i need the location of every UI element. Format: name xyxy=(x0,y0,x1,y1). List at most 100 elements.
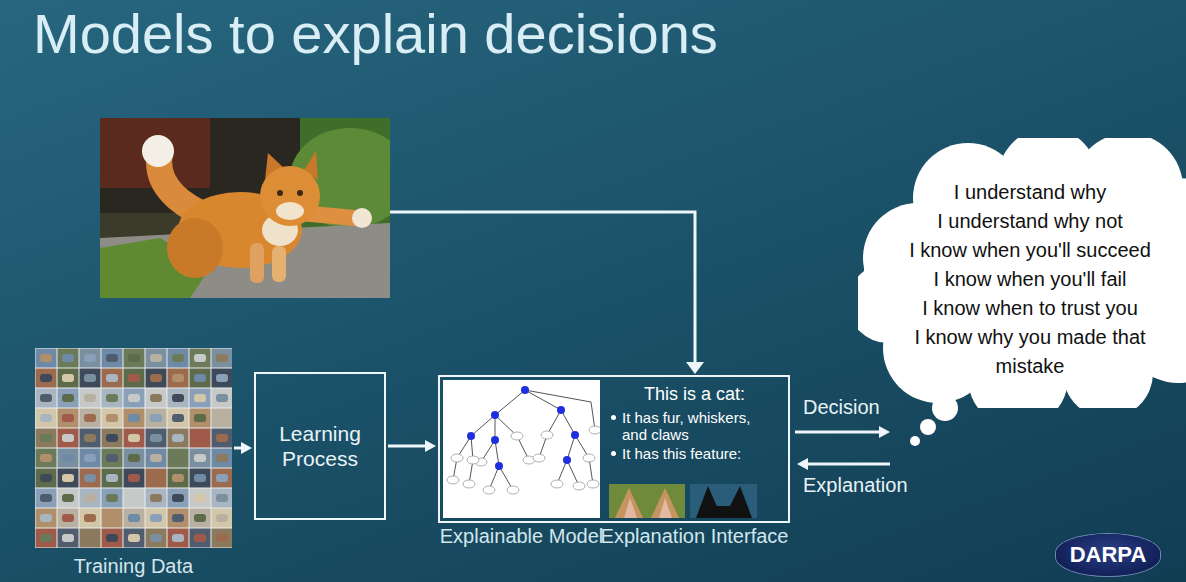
mosaic-tile xyxy=(58,489,79,508)
connector xyxy=(795,426,890,438)
mosaic-object xyxy=(172,414,184,422)
mosaic-tile xyxy=(168,389,189,408)
mosaic-tile xyxy=(212,489,233,508)
mosaic-tile xyxy=(190,389,211,408)
mosaic-tile xyxy=(102,389,123,408)
mosaic-tile xyxy=(146,389,167,408)
cat-photo-part xyxy=(250,243,264,283)
tree-leaf xyxy=(533,454,545,462)
panel-label: Explainable Model xyxy=(427,525,616,548)
mosaic-object xyxy=(216,374,228,382)
mosaic-tile xyxy=(168,449,189,468)
mosaic-tile xyxy=(58,349,79,368)
mosaic-tile xyxy=(102,429,123,448)
mosaic-tile xyxy=(124,469,145,488)
mosaic-tile xyxy=(102,409,123,428)
mosaic-object xyxy=(194,514,206,522)
mosaic-object xyxy=(216,494,228,502)
mosaic-object xyxy=(150,474,162,482)
interface-heading: This is a cat: xyxy=(610,384,779,406)
mosaic-object xyxy=(84,474,96,482)
mosaic-object xyxy=(106,534,118,542)
connector-line xyxy=(388,445,426,448)
mosaic-tile xyxy=(102,509,123,528)
cat-ear-inner xyxy=(624,498,637,518)
mosaic-object xyxy=(40,494,52,502)
mosaic-tile xyxy=(168,369,189,388)
mosaic-object xyxy=(106,394,118,402)
mosaic-object xyxy=(62,394,74,402)
tree-illustration xyxy=(443,380,600,518)
mosaic-tile xyxy=(36,389,57,408)
mosaic-tile xyxy=(36,509,57,528)
cloud-line: I understand why xyxy=(885,178,1175,207)
tree-leaf xyxy=(551,480,563,488)
mosaic-object xyxy=(172,434,184,442)
cat-photo-part xyxy=(272,246,286,282)
mosaic-object xyxy=(40,394,52,402)
mosaic-object xyxy=(216,414,228,422)
mosaic-tile xyxy=(58,409,79,428)
mosaic-object xyxy=(40,354,52,362)
mosaic-tile xyxy=(168,489,189,508)
mosaic-object xyxy=(84,494,96,502)
iface-node: This is a cat:It has fur, whiskers, and … xyxy=(604,380,785,518)
mosaic-tile xyxy=(124,369,145,388)
mosaic-tile xyxy=(58,389,79,408)
box-node: Learning Process xyxy=(254,372,386,520)
mosaic-object xyxy=(150,394,162,402)
mosaic-tile xyxy=(80,509,101,528)
mosaic-object xyxy=(84,414,96,422)
mosaic-tile xyxy=(146,469,167,488)
mosaic-tile xyxy=(124,509,145,528)
mosaic-tile xyxy=(124,489,145,508)
bullet-dot xyxy=(611,451,616,456)
mosaic-object xyxy=(128,474,140,482)
cloud-line: I know when you'll succeed xyxy=(885,236,1175,265)
mosaic-tile xyxy=(212,409,233,428)
mosaic-tile xyxy=(58,449,79,468)
mosaic-object xyxy=(194,494,206,502)
mosaic-tile xyxy=(124,349,145,368)
connector xyxy=(388,440,436,452)
mosaic-tile xyxy=(102,469,123,488)
mosaic-object xyxy=(84,534,96,542)
arrow-head xyxy=(797,458,808,470)
mosaic-tile xyxy=(58,529,79,548)
mosaic-tile xyxy=(190,469,211,488)
training-mosaic xyxy=(35,348,232,548)
mosaic-tile xyxy=(36,449,57,468)
mosaic-tile xyxy=(168,509,189,528)
mosaic-object xyxy=(172,454,184,462)
mosaic-tile xyxy=(190,349,211,368)
mosaic-object xyxy=(128,394,140,402)
input-arrow-part xyxy=(686,362,704,374)
mosaic-object xyxy=(128,374,140,382)
mosaic-object xyxy=(128,414,140,422)
mosaic-tile xyxy=(124,409,145,428)
tree-node xyxy=(491,411,499,419)
tree-node xyxy=(521,386,529,394)
mosaic-tile xyxy=(168,529,189,548)
tree-leaf xyxy=(511,432,523,440)
tree-leaf xyxy=(541,431,553,439)
mosaic-object xyxy=(62,414,74,422)
mosaic-object xyxy=(216,474,228,482)
mosaic-object xyxy=(172,354,184,362)
mosaic-object xyxy=(150,374,162,382)
mosaic-tile xyxy=(212,369,233,388)
mosaic-tile xyxy=(146,429,167,448)
mosaic-tile xyxy=(102,369,123,388)
mosaic-object xyxy=(216,454,228,462)
arrow-head xyxy=(241,442,252,454)
mosaic-object xyxy=(128,494,140,502)
mosaic-object xyxy=(62,514,74,522)
mosaic-object xyxy=(194,394,206,402)
mosaic-object xyxy=(40,454,52,462)
mosaic-object xyxy=(194,414,206,422)
feature-image xyxy=(609,484,685,518)
mosaic-object xyxy=(84,354,96,362)
cloud-line: I know when to trust you xyxy=(885,294,1175,323)
mosaic-tile xyxy=(102,449,123,468)
